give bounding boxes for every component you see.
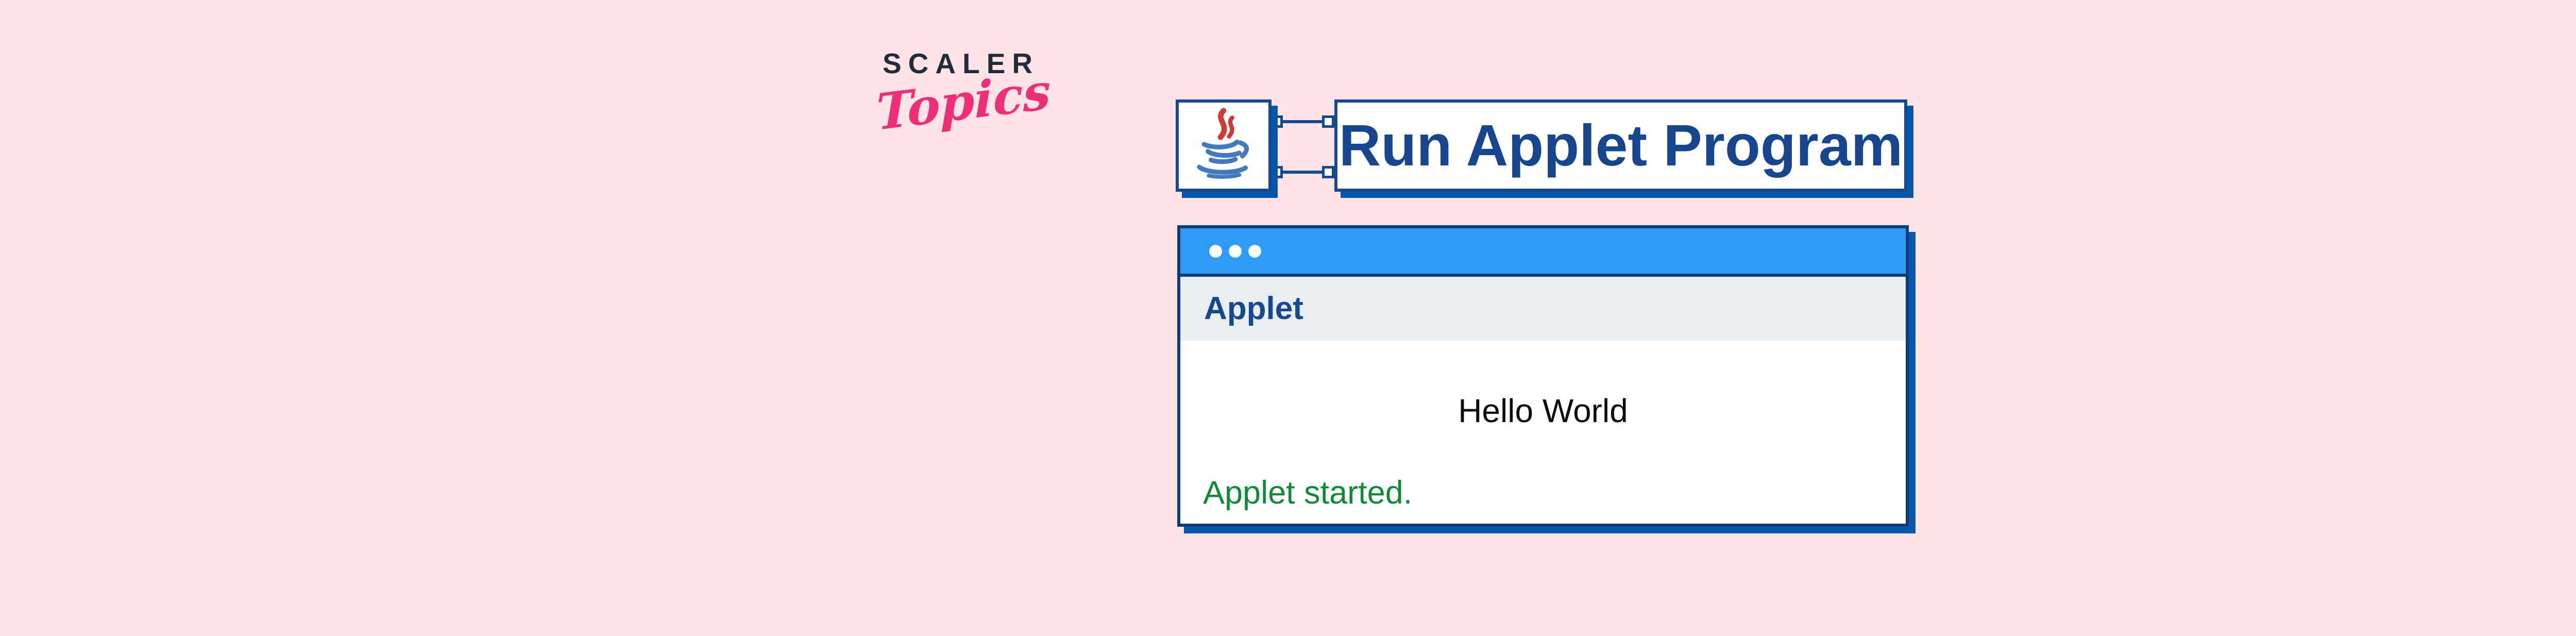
applet-menubar: Applet [1180, 277, 1906, 341]
connector-line-top [1278, 120, 1329, 123]
applet-menu-label: Applet [1204, 291, 1303, 326]
connector-port-bottom-right [1322, 166, 1334, 178]
applet-content-area: Hello World Applet started. [1180, 341, 1906, 524]
connector-port-top-right [1322, 115, 1334, 128]
scaler-topics-logo: SCALER Topics [876, 47, 1051, 142]
diagram-title-text: Run Applet Program [1338, 113, 1903, 178]
connector-line-bottom [1278, 171, 1329, 174]
applet-output-text: Hello World [1458, 392, 1628, 429]
diagram-title-node: Run Applet Program [1334, 99, 1907, 192]
titlebar-dot[interactable] [1209, 244, 1222, 258]
connector-port-bottom-left [1270, 166, 1283, 178]
applet-status-text: Applet started. [1203, 475, 1413, 511]
applet-window-titlebar [1180, 228, 1906, 277]
titlebar-dot[interactable] [1248, 244, 1261, 258]
applet-window: Applet Hello World Applet started. [1177, 225, 1909, 527]
window-controls-dots-icon[interactable] [1209, 244, 1261, 258]
titlebar-dot[interactable] [1229, 244, 1242, 258]
connector-port-top-left [1270, 115, 1283, 128]
java-logo-icon [1184, 105, 1263, 186]
logo-subbrand-text: Topics [876, 61, 1052, 142]
logo-brand-text: SCALER [883, 47, 1040, 79]
java-icon-node [1176, 99, 1272, 192]
